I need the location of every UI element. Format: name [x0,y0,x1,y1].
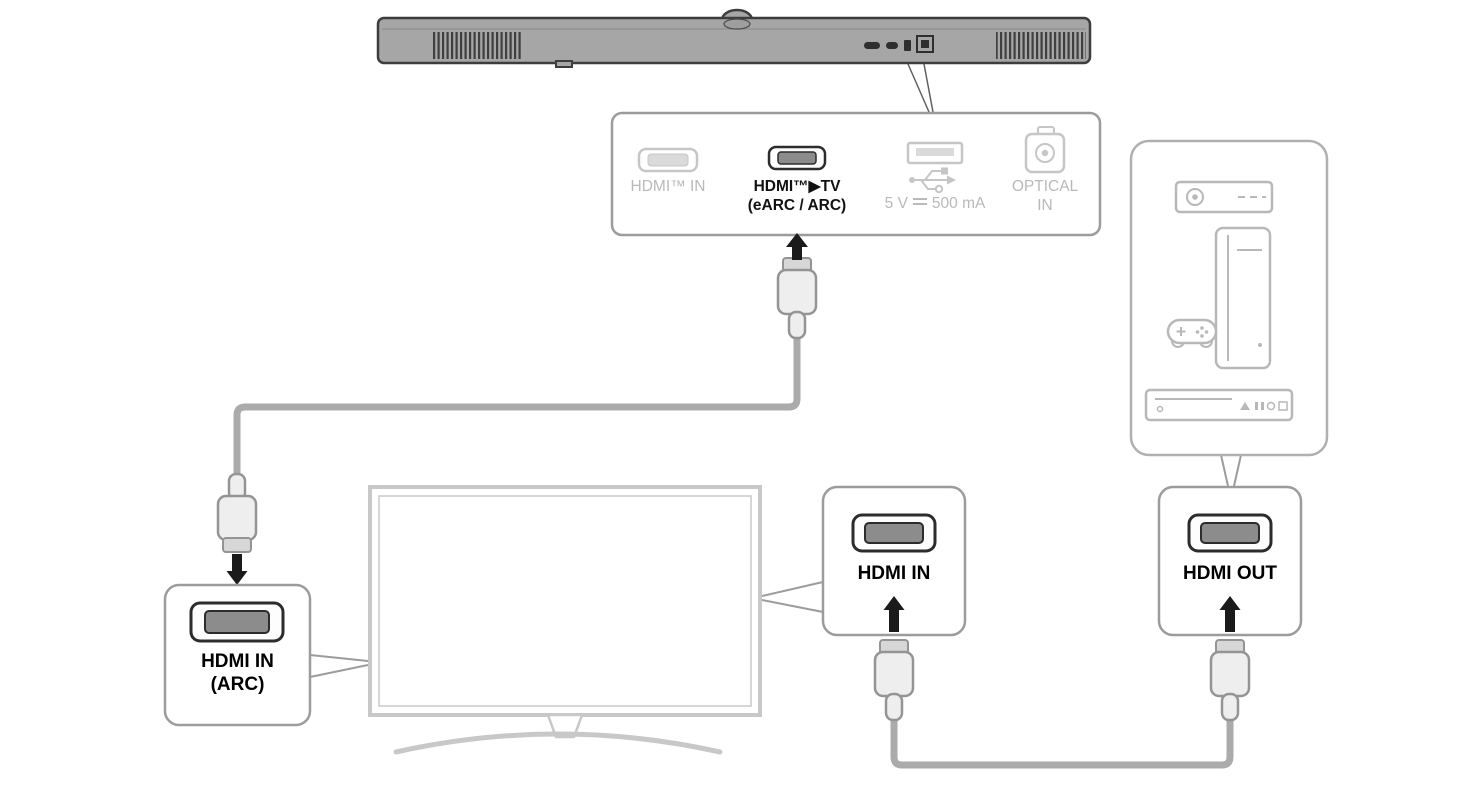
hdmi-tv-port-icon [767,145,827,171]
hdmi-plug-to-tv-arc [216,472,258,553]
tv [368,485,762,755]
game-console-icon [1166,226,1272,370]
hdmi-plug-to-tv-in [873,639,915,722]
soundbar-foot [555,60,573,68]
soundbar-callout-pointer [907,63,934,113]
tv-hdmi-port-inner [864,522,924,544]
usb-port-label: 5 V 500 mA [862,194,1008,213]
ports-panel-frame [610,111,1102,237]
tv-screen-outer [368,485,762,717]
arc-box-to-tv-pointer [309,654,369,678]
soundbar-rear-ports [864,35,934,53]
callout-tv-hdmi-in [821,485,967,637]
tv-stand-neck [546,713,584,739]
hdmi-tv-port-label: HDMI™▶TV [753,178,841,195]
tv-to-hdmi-in-pointer [761,581,824,613]
ports-callout-panel [610,111,1102,237]
arrow-up-into-soundbar [786,233,808,260]
devices-to-hdmi-out-pointer [1220,454,1242,487]
usb-label-current: 500 mA [931,195,986,212]
usb-symbol-icon [909,167,956,194]
hdmi-plug-to-soundbar [776,257,818,340]
callout-source-hdmi-out [1157,485,1303,637]
dc-symbol [912,198,927,206]
hdmi-plug-to-source-out [1209,639,1251,722]
usb-label-voltage: 5 V [884,195,908,212]
arc-box-label: HDMI IN [201,651,274,672]
optical-port-label: OPTICAL [1011,178,1079,195]
tv-hdmi-box-label: HDMI IN [857,563,931,584]
blu-ray-player-icon [1144,388,1294,422]
hdmi-in-port-label: HDMI™ IN [630,178,706,195]
set-top-box-icon [1174,180,1274,214]
tv-stand-base [393,731,723,755]
hdmi-in-port-icon [637,147,699,173]
tv-screen-inner [378,495,752,707]
arrow-up-into-source-hdmi [1219,596,1241,632]
callout-hdmi-in-arc [163,583,312,727]
soundbar [376,8,1092,68]
source-hdmi-port-inner [1200,522,1260,544]
source-devices-panel [1129,139,1329,457]
soundbar-knob-base [723,18,751,30]
source-hdmi-box-label: HDMI OUT [1183,563,1277,584]
speaker-grille-right [996,32,1086,59]
arrow-up-into-tv-hdmi [883,596,905,632]
usb-port-icon [906,141,964,165]
hdmi-cable-soundbar-to-tv [233,330,801,478]
hdmi-tv-port-sublabel: (eARC / ARC) [747,197,847,214]
speaker-grille-left [432,32,522,59]
arc-port-inner [204,610,270,634]
arrow-down-into-arc [226,554,248,585]
hdmi-cable-tv-to-source [890,714,1234,769]
optical-port-sublabel: IN [1037,197,1053,214]
optical-port-icon [1024,126,1066,174]
arc-box-sublabel: (ARC) [210,674,265,695]
